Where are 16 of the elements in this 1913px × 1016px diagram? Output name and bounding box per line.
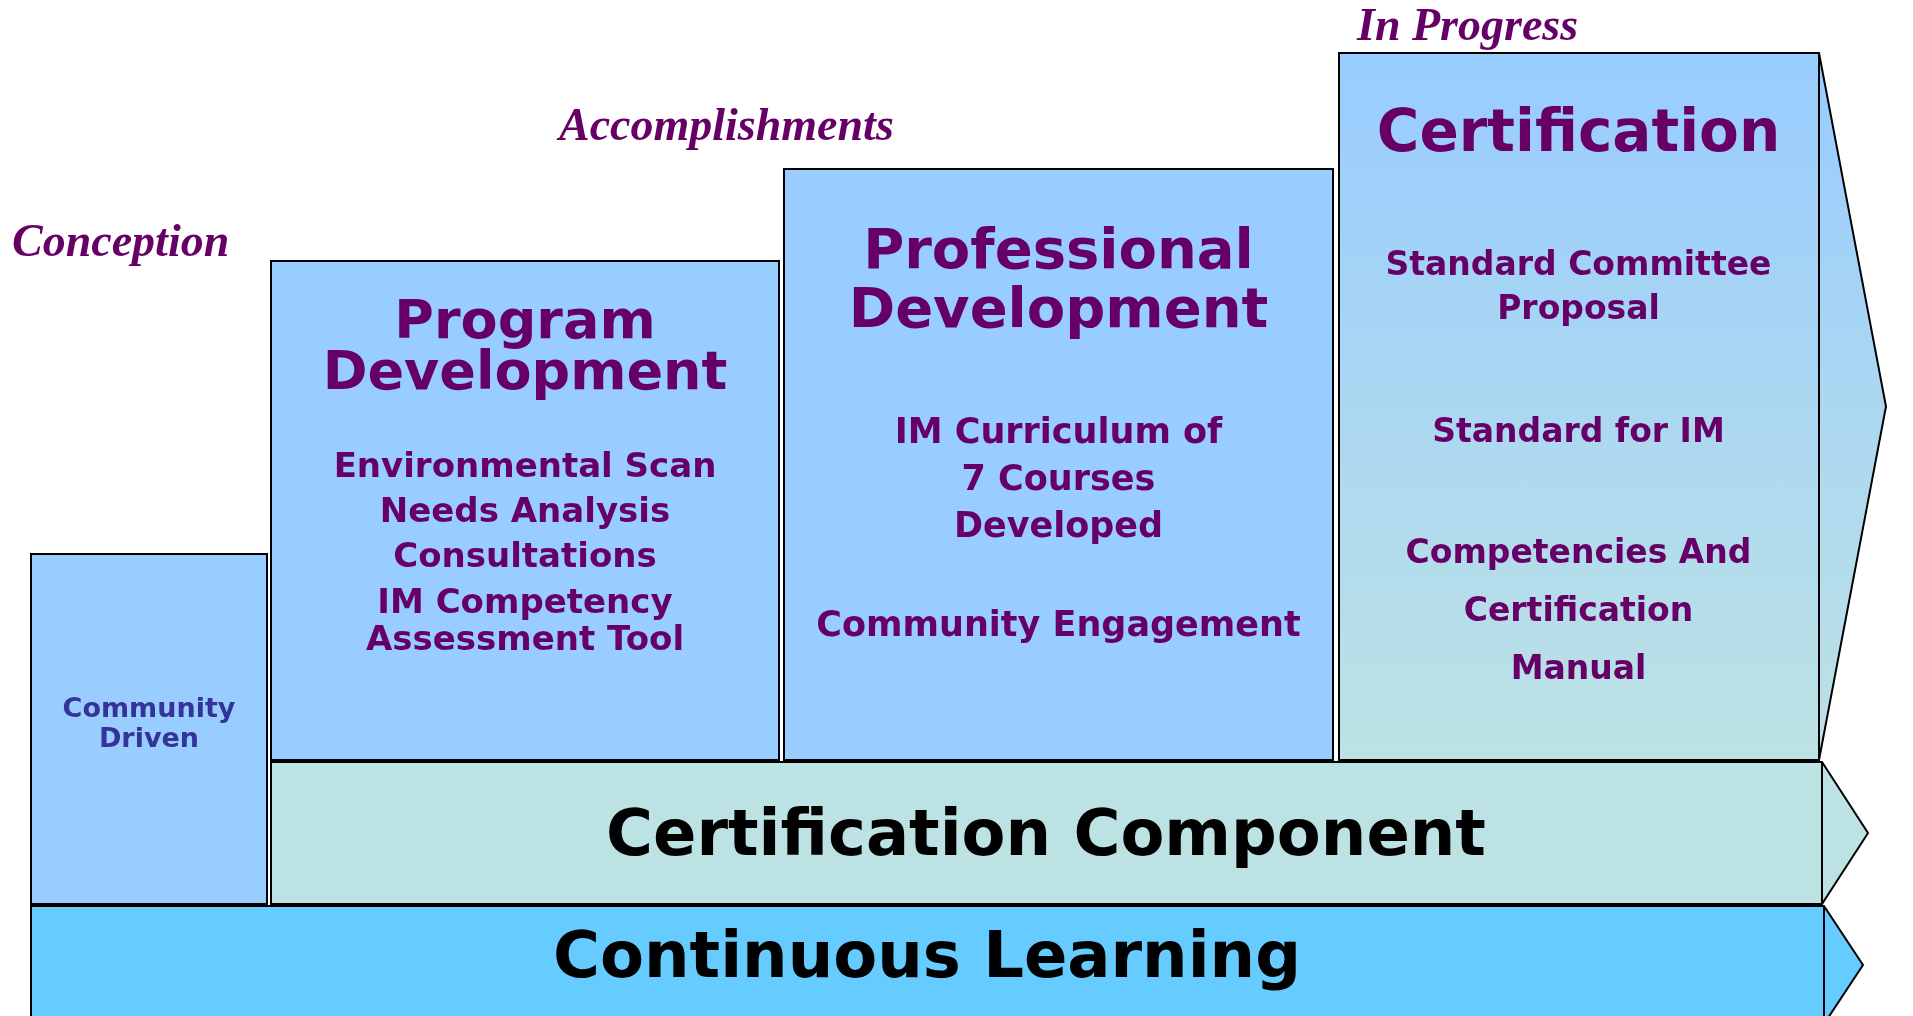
band-title: Continuous Learning <box>553 919 1301 991</box>
band-title: Certification Component <box>606 797 1486 869</box>
stage-item: Standard Committee Proposal <box>1384 242 1773 330</box>
stage-title: Professional Development <box>847 220 1270 338</box>
stage-item: Standard for IM <box>1432 409 1725 452</box>
stage-title: Certification <box>1376 100 1781 164</box>
stage-item: Environmental Scan <box>333 446 717 484</box>
stage-item: Community Engagement <box>816 603 1301 647</box>
stage-item: Needs Analysis <box>379 492 671 530</box>
stage-item: IM Curriculum of 7 Courses Developed <box>893 409 1224 548</box>
stage-item: Consultations <box>393 537 657 575</box>
stage-item: IM Competency Assessment Tool <box>364 582 686 658</box>
stage-item: Competencies And Certification Manual <box>1404 531 1753 689</box>
stage-label: Community Driven <box>61 693 237 753</box>
phase-label: Conception <box>12 214 230 267</box>
phase-label: In Progress <box>1357 0 1579 51</box>
